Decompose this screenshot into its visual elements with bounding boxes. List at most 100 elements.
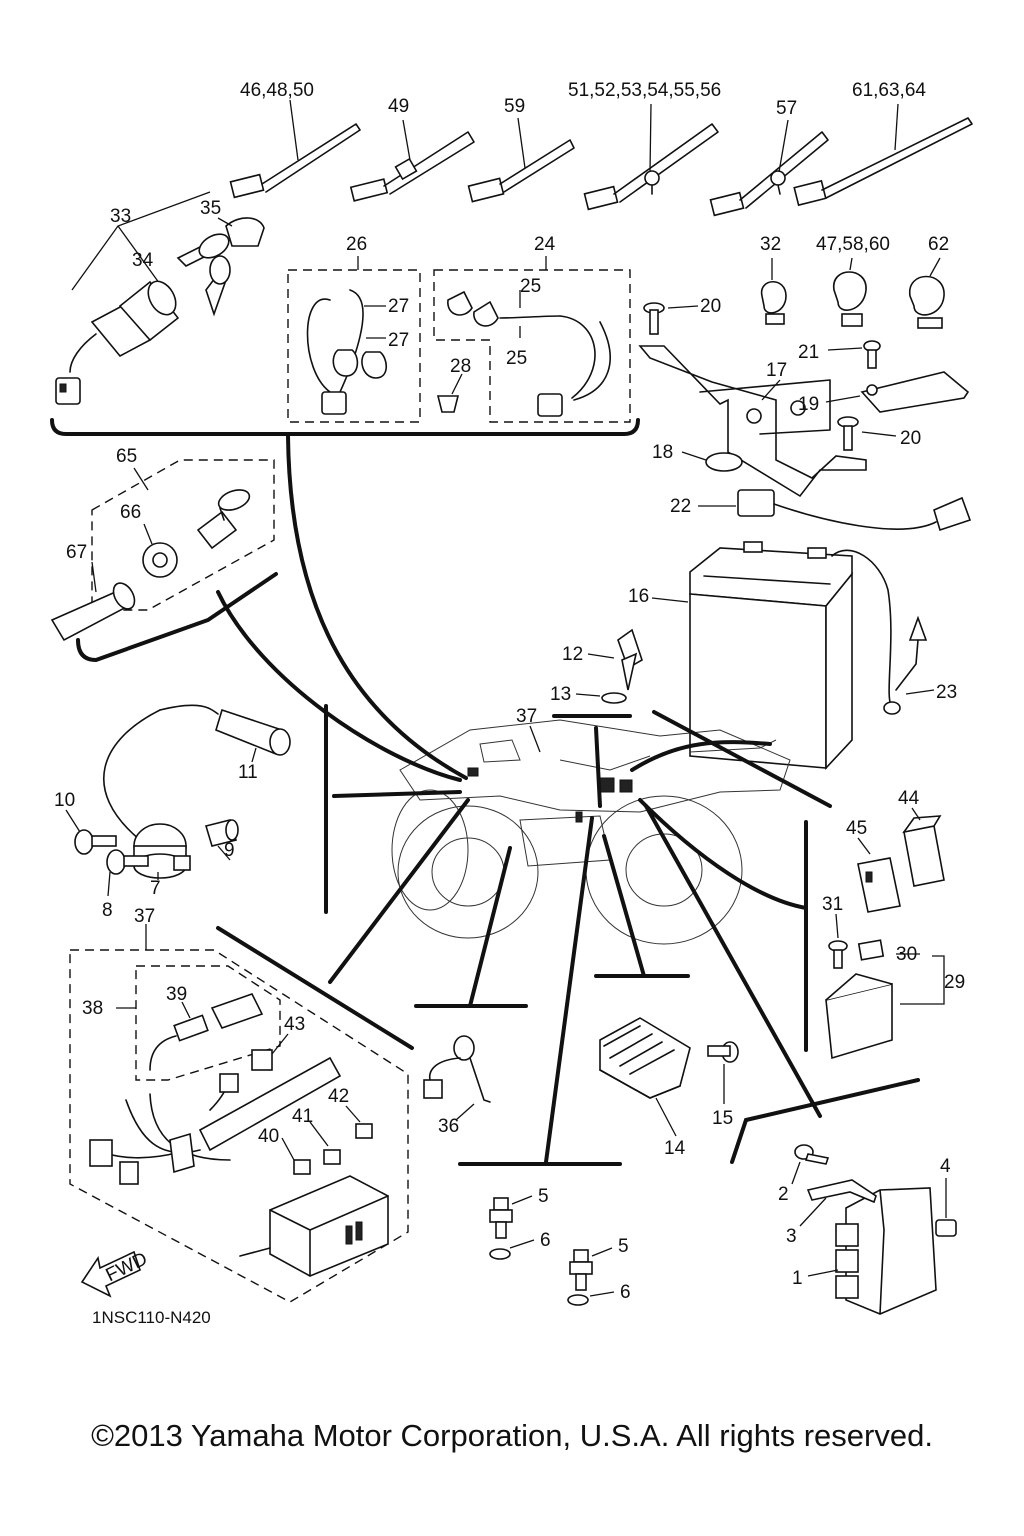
- cable-tie-59: [467, 117, 575, 203]
- grommet-28: [436, 373, 463, 413]
- callout-5b: 5: [618, 1236, 629, 1257]
- negative-cable-23: [831, 549, 935, 715]
- callout-51-56: 51,52,53,54,55,56: [568, 80, 721, 101]
- callout-32: 32: [760, 234, 781, 255]
- callout-46-48-50: 46,48,50: [240, 80, 314, 101]
- callout-57: 57: [776, 98, 797, 119]
- leader-37-top: [529, 725, 541, 753]
- callout-1: 1: [792, 1268, 803, 1289]
- callout-21: 21: [798, 342, 819, 363]
- callout-35: 35: [200, 198, 221, 219]
- battery-bracket-17: [638, 345, 867, 498]
- bolt-8: [106, 849, 149, 897]
- callout-27a: 27: [388, 296, 409, 317]
- main-switch-assembly: [55, 191, 265, 405]
- callout-65: 65: [116, 446, 137, 467]
- clamp-47-58-60: [833, 257, 867, 327]
- ignition-coil-group: [65, 704, 291, 897]
- neutral-switch-12: [587, 628, 643, 691]
- fwd-label: FWD: [103, 1248, 151, 1286]
- socket-66: [142, 523, 178, 578]
- callout-41: 41: [292, 1106, 313, 1127]
- key-35: [176, 233, 231, 317]
- bolt-20-top: [643, 302, 699, 335]
- callout-labels: 46,48,50 49 59 51,52,53,54,55,56 57 61,6…: [54, 80, 965, 1303]
- callout-40: 40: [258, 1126, 279, 1147]
- callout-59: 59: [504, 96, 525, 117]
- callout-44: 44: [898, 788, 920, 809]
- coil-body: [133, 823, 191, 879]
- callout-26: 26: [346, 234, 367, 255]
- fuse-39: [149, 993, 264, 1071]
- spark-plug-cap-11: [215, 708, 291, 763]
- callout-4: 4: [940, 1156, 951, 1177]
- callout-47-58-60: 47,58,60: [816, 234, 890, 255]
- tail-light-harness-26: [287, 256, 421, 423]
- cable-tie-61-63-64: [793, 103, 973, 207]
- callout-42: 42: [328, 1086, 349, 1107]
- callout-24: 24: [534, 234, 556, 255]
- callout-66: 66: [120, 502, 141, 523]
- screw-21: [827, 340, 881, 369]
- callout-2: 2: [778, 1184, 789, 1205]
- callout-5a: 5: [538, 1186, 549, 1207]
- damper-18: [681, 451, 743, 472]
- callout-25b: 25: [506, 348, 527, 369]
- clamp-62: [909, 257, 945, 329]
- callout-37b: 37: [134, 906, 155, 927]
- fuses-40-42: [281, 1105, 373, 1175]
- starter-relay-29: [825, 939, 945, 1060]
- bolt-15: [707, 1041, 739, 1104]
- plate-19: [825, 371, 970, 413]
- callout-16: 16: [628, 586, 649, 607]
- callout-10: 10: [54, 790, 75, 811]
- battery-16: [651, 541, 853, 771]
- callout-6b: 6: [620, 1282, 631, 1303]
- callout-12: 12: [562, 644, 583, 665]
- pickup-coil-36: [423, 1035, 491, 1121]
- top-group-bracket: [50, 418, 640, 436]
- callout-18: 18: [652, 442, 673, 463]
- washer-6-a: [489, 1239, 535, 1260]
- callout-36: 36: [438, 1116, 459, 1137]
- callout-37a: 37: [516, 706, 537, 727]
- cap-67: [50, 561, 136, 642]
- callout-31: 31: [822, 894, 843, 915]
- callout-30: 30: [896, 944, 917, 965]
- starter-relay-lead-22: [698, 489, 972, 532]
- relay-44: [902, 807, 945, 887]
- washer-6-b: [567, 1291, 615, 1306]
- callout-43: 43: [284, 1014, 305, 1035]
- callout-49: 49: [388, 96, 409, 117]
- bolt-2: [791, 1144, 830, 1185]
- fuse-box: [239, 1175, 389, 1277]
- cable-tie-57: [709, 119, 829, 217]
- callout-8: 8: [102, 900, 113, 921]
- connector-4: [935, 1178, 957, 1237]
- bracket-3: [799, 1179, 877, 1227]
- callout-38: 38: [82, 998, 103, 1019]
- sensor-5-b: [569, 1247, 613, 1291]
- callout-27b: 27: [388, 330, 409, 351]
- diagram-code: 1NSC110-N420: [92, 1308, 211, 1327]
- atv-illustration: [391, 719, 791, 945]
- callout-6a: 6: [540, 1230, 551, 1251]
- callout-22: 22: [670, 496, 691, 517]
- wire-harness-group-37: [69, 924, 409, 1303]
- bolt-10: [65, 809, 117, 855]
- cable-tie-51-56: [583, 103, 719, 211]
- callout-3: 3: [786, 1226, 797, 1247]
- connection-lines: [216, 434, 920, 1166]
- rectifier-regulator-14: [599, 1017, 691, 1137]
- socket-body: [196, 489, 251, 550]
- callout-45: 45: [846, 818, 867, 839]
- bolt-20-right: [837, 416, 897, 451]
- callout-62: 62: [928, 234, 949, 255]
- cap-9: [204, 819, 239, 861]
- callout-19: 19: [798, 394, 819, 415]
- license-light-harness-24: [433, 256, 631, 423]
- callout-34: 34: [132, 250, 154, 271]
- callout-20a: 20: [700, 296, 721, 317]
- harness-wires: [89, 1056, 342, 1185]
